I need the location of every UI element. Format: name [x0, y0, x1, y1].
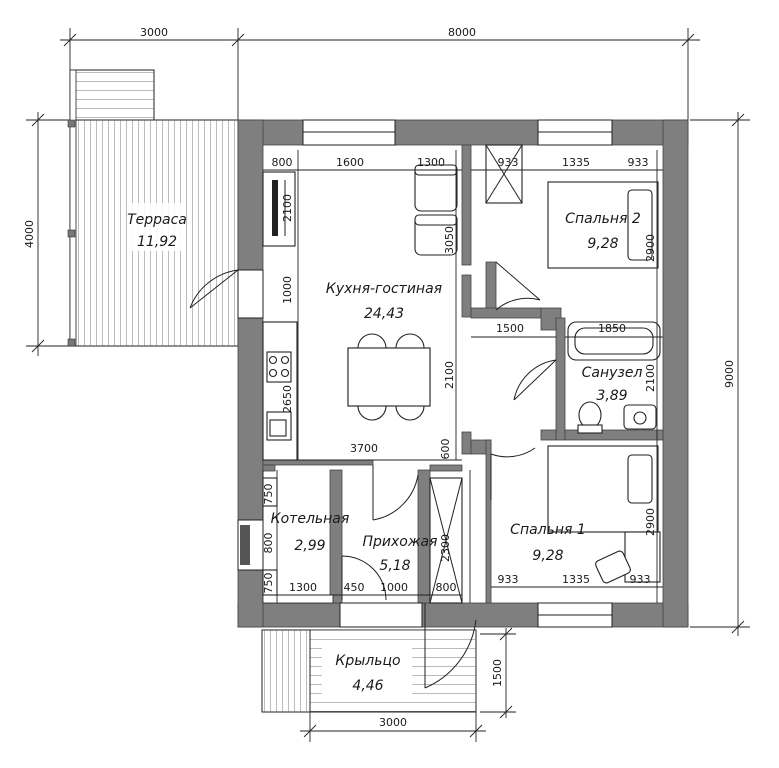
hallway-area: 5,18 [379, 558, 410, 574]
toilet [578, 401, 602, 429]
porch-area: 4,46 [352, 678, 383, 694]
hallway-name: Прихожая [363, 534, 438, 550]
dim-kitchen-2650: 2650 [281, 385, 294, 413]
fridge-unit [262, 171, 296, 247]
boiler-room-name: Котельная [271, 511, 350, 527]
dim-kitchen-2100: 2100 [281, 194, 294, 222]
walls [237, 119, 689, 628]
dim-kitchen-800: 800 [272, 156, 293, 169]
overall-dimensions [26, 28, 750, 742]
dim-hall-800: 800 [436, 581, 457, 594]
stove [266, 351, 292, 383]
dim-corridor-1500: 1500 [496, 322, 524, 335]
terrace-area: 11,92 [137, 234, 177, 250]
bedroom1-area: 9,28 [532, 548, 563, 564]
bedroom1-name: Спальня 1 [510, 522, 586, 538]
dim-bath-1850: 1850 [598, 322, 626, 335]
dim-kitchen-3050: 3050 [443, 226, 456, 254]
dim-kitchen-1600: 1600 [336, 156, 364, 169]
kitchen-living-area: 24,43 [364, 306, 404, 322]
internal-dimension-lines [263, 150, 663, 603]
dim-bed2-933b: 933 [628, 156, 649, 169]
dim-boiler-750a: 750 [262, 484, 275, 505]
boiler-room-area: 2,99 [294, 538, 325, 554]
dim-bed1-933b: 933 [630, 573, 651, 586]
porch-deck [261, 629, 477, 713]
dim-kitchen-1000: 1000 [281, 276, 294, 304]
dim-left-terrace: 4000 [23, 220, 36, 248]
dim-hall-2300: 2300 [439, 534, 452, 562]
dim-kitchen-600: 600 [439, 439, 452, 460]
dim-bed2-933a: 933 [498, 156, 519, 169]
dim-top-terrace: 3000 [140, 26, 168, 39]
dim-top-house: 8000 [448, 26, 476, 39]
dim-bed1-2900: 2900 [644, 508, 657, 536]
dim-bed2-1335: 1335 [562, 156, 590, 169]
dim-kitchen-3700: 3700 [350, 442, 378, 455]
dim-kitchen-1300: 1300 [417, 156, 445, 169]
dim-boiler-800: 800 [262, 533, 275, 554]
dim-bed1-933a: 933 [498, 573, 519, 586]
porch-name: Крыльцо [335, 653, 400, 669]
dim-boiler-750b: 750 [262, 573, 275, 594]
bedroom2-name: Спальня 2 [565, 211, 641, 227]
dim-right-house: 9000 [723, 360, 736, 388]
dim-porch-depth: 1500 [491, 659, 504, 687]
bathroom-name: Санузел [582, 365, 643, 381]
dim-bath-2100: 2100 [644, 364, 657, 392]
desk-chair [595, 550, 631, 584]
dim-hall-1000: 1000 [380, 581, 408, 594]
desk [624, 531, 661, 583]
bathroom-area: 3,89 [596, 388, 627, 404]
dim-porch-width: 3000 [379, 716, 407, 729]
dim-bed1-1335: 1335 [562, 573, 590, 586]
dim-boiler-1300: 1300 [289, 581, 317, 594]
furniture [262, 144, 661, 604]
dim-kitchen-2100b: 2100 [443, 361, 456, 389]
terrace-name: Терраса [127, 212, 187, 228]
dim-hall-450: 450 [344, 581, 365, 594]
kitchen-living-name: Кухня-гостиная [326, 281, 442, 297]
windows [237, 119, 613, 628]
bedroom2-area: 9,28 [587, 236, 618, 252]
terrace-deck [67, 69, 239, 347]
dim-bed2-2900: 2900 [644, 234, 657, 262]
